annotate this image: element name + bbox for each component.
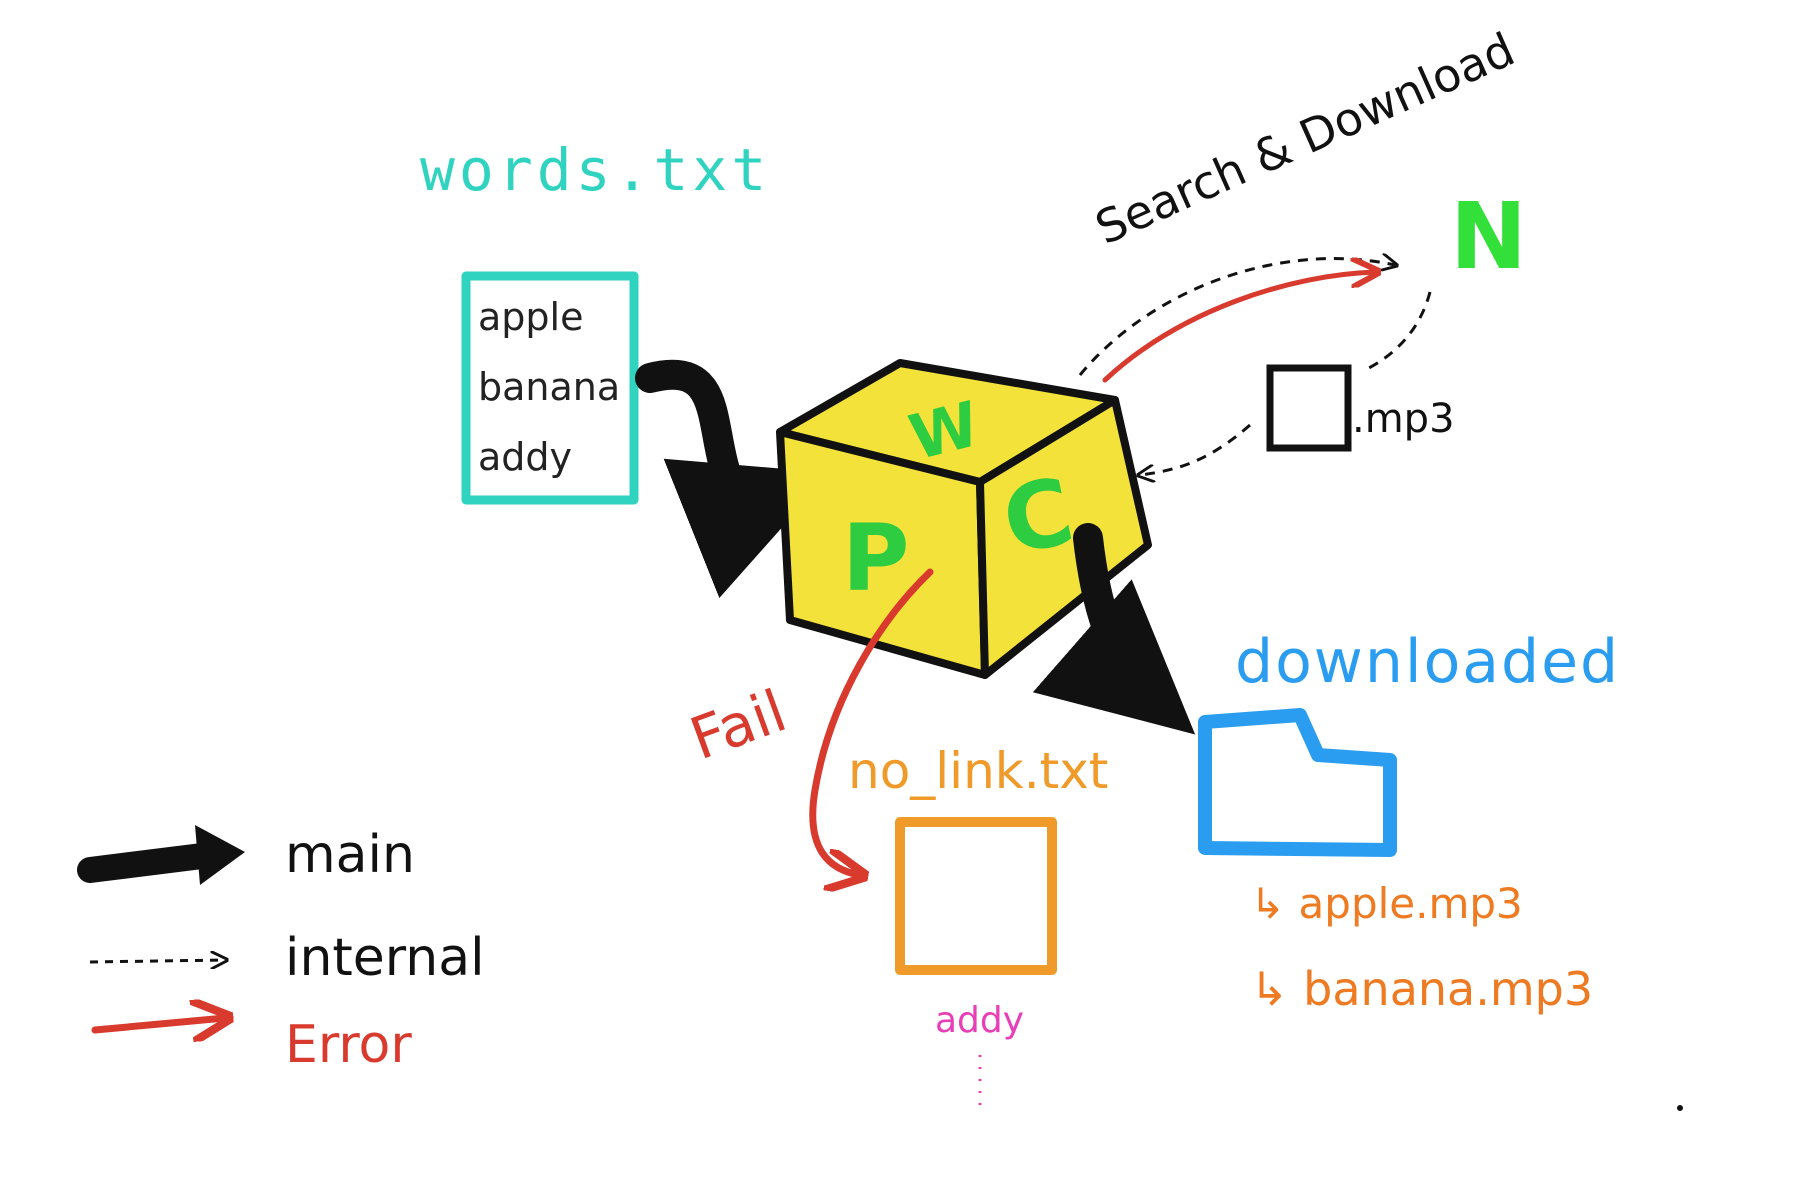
legend-error-arrow	[91, 1018, 225, 1030]
internal-line-service-to-file	[1364, 291, 1432, 372]
input-file-box	[461, 271, 639, 505]
input-file-line-3: addy	[478, 435, 572, 479]
legend-main-label: main	[285, 825, 415, 885]
mp3-file-label: .mp3	[1352, 396, 1455, 442]
stray-dot	[1677, 1105, 1683, 1111]
legend-item-internal: internal	[89, 928, 485, 988]
main-arrow-cube-to-folder	[1032, 523, 1196, 735]
service-letter: N	[1450, 183, 1527, 290]
downloaded-file-2: ↳ banana.mp3	[1250, 962, 1593, 1016]
legend-internal-arrow	[89, 960, 225, 962]
legend-item-error: Error	[91, 1015, 412, 1075]
fail-label: Fail	[682, 676, 795, 773]
error-arrow-cube-to-service	[1102, 272, 1375, 383]
legend-error-label: Error	[285, 1015, 412, 1075]
downloaded-folder: downloaded ↳ apple.mp3 ↳ banana.mp3	[1198, 627, 1620, 1016]
folder-icon	[1198, 708, 1397, 857]
input-file-title: words.txt	[420, 136, 770, 204]
legend-item-main: main	[77, 825, 415, 885]
input-file-line-1: apple	[478, 295, 583, 339]
cube-letter-front: P	[842, 505, 909, 612]
processor-cube: W P C	[776, 359, 1152, 679]
legend-main-arrow	[77, 842, 223, 883]
legend-internal-label: internal	[285, 928, 485, 988]
legend-main-arrowhead	[195, 825, 245, 885]
legend: main internal Error	[77, 825, 485, 1075]
error-arrow-cube-to-no-link	[809, 568, 934, 875]
cube-side-face	[976, 396, 1152, 679]
downloaded-file-1: ↳ apple.mp3	[1250, 879, 1523, 928]
input-file: words.txt apple banana addy	[420, 136, 770, 505]
remote-service: Search & Download N .mp3	[1078, 22, 1527, 475]
mp3-file-box	[1266, 364, 1352, 452]
no-link-file-title: no_link.txt	[848, 742, 1108, 800]
main-arrow-input-to-cube	[635, 359, 831, 599]
input-file-line-2: banana	[478, 365, 620, 409]
internal-arrow-cube-to-service	[1078, 259, 1395, 376]
internal-arrow-file-to-cube	[1140, 423, 1251, 475]
no-link-file-box	[895, 817, 1057, 975]
no-link-entry: addy	[935, 1000, 1024, 1041]
downloaded-folder-title: downloaded	[1235, 627, 1620, 697]
